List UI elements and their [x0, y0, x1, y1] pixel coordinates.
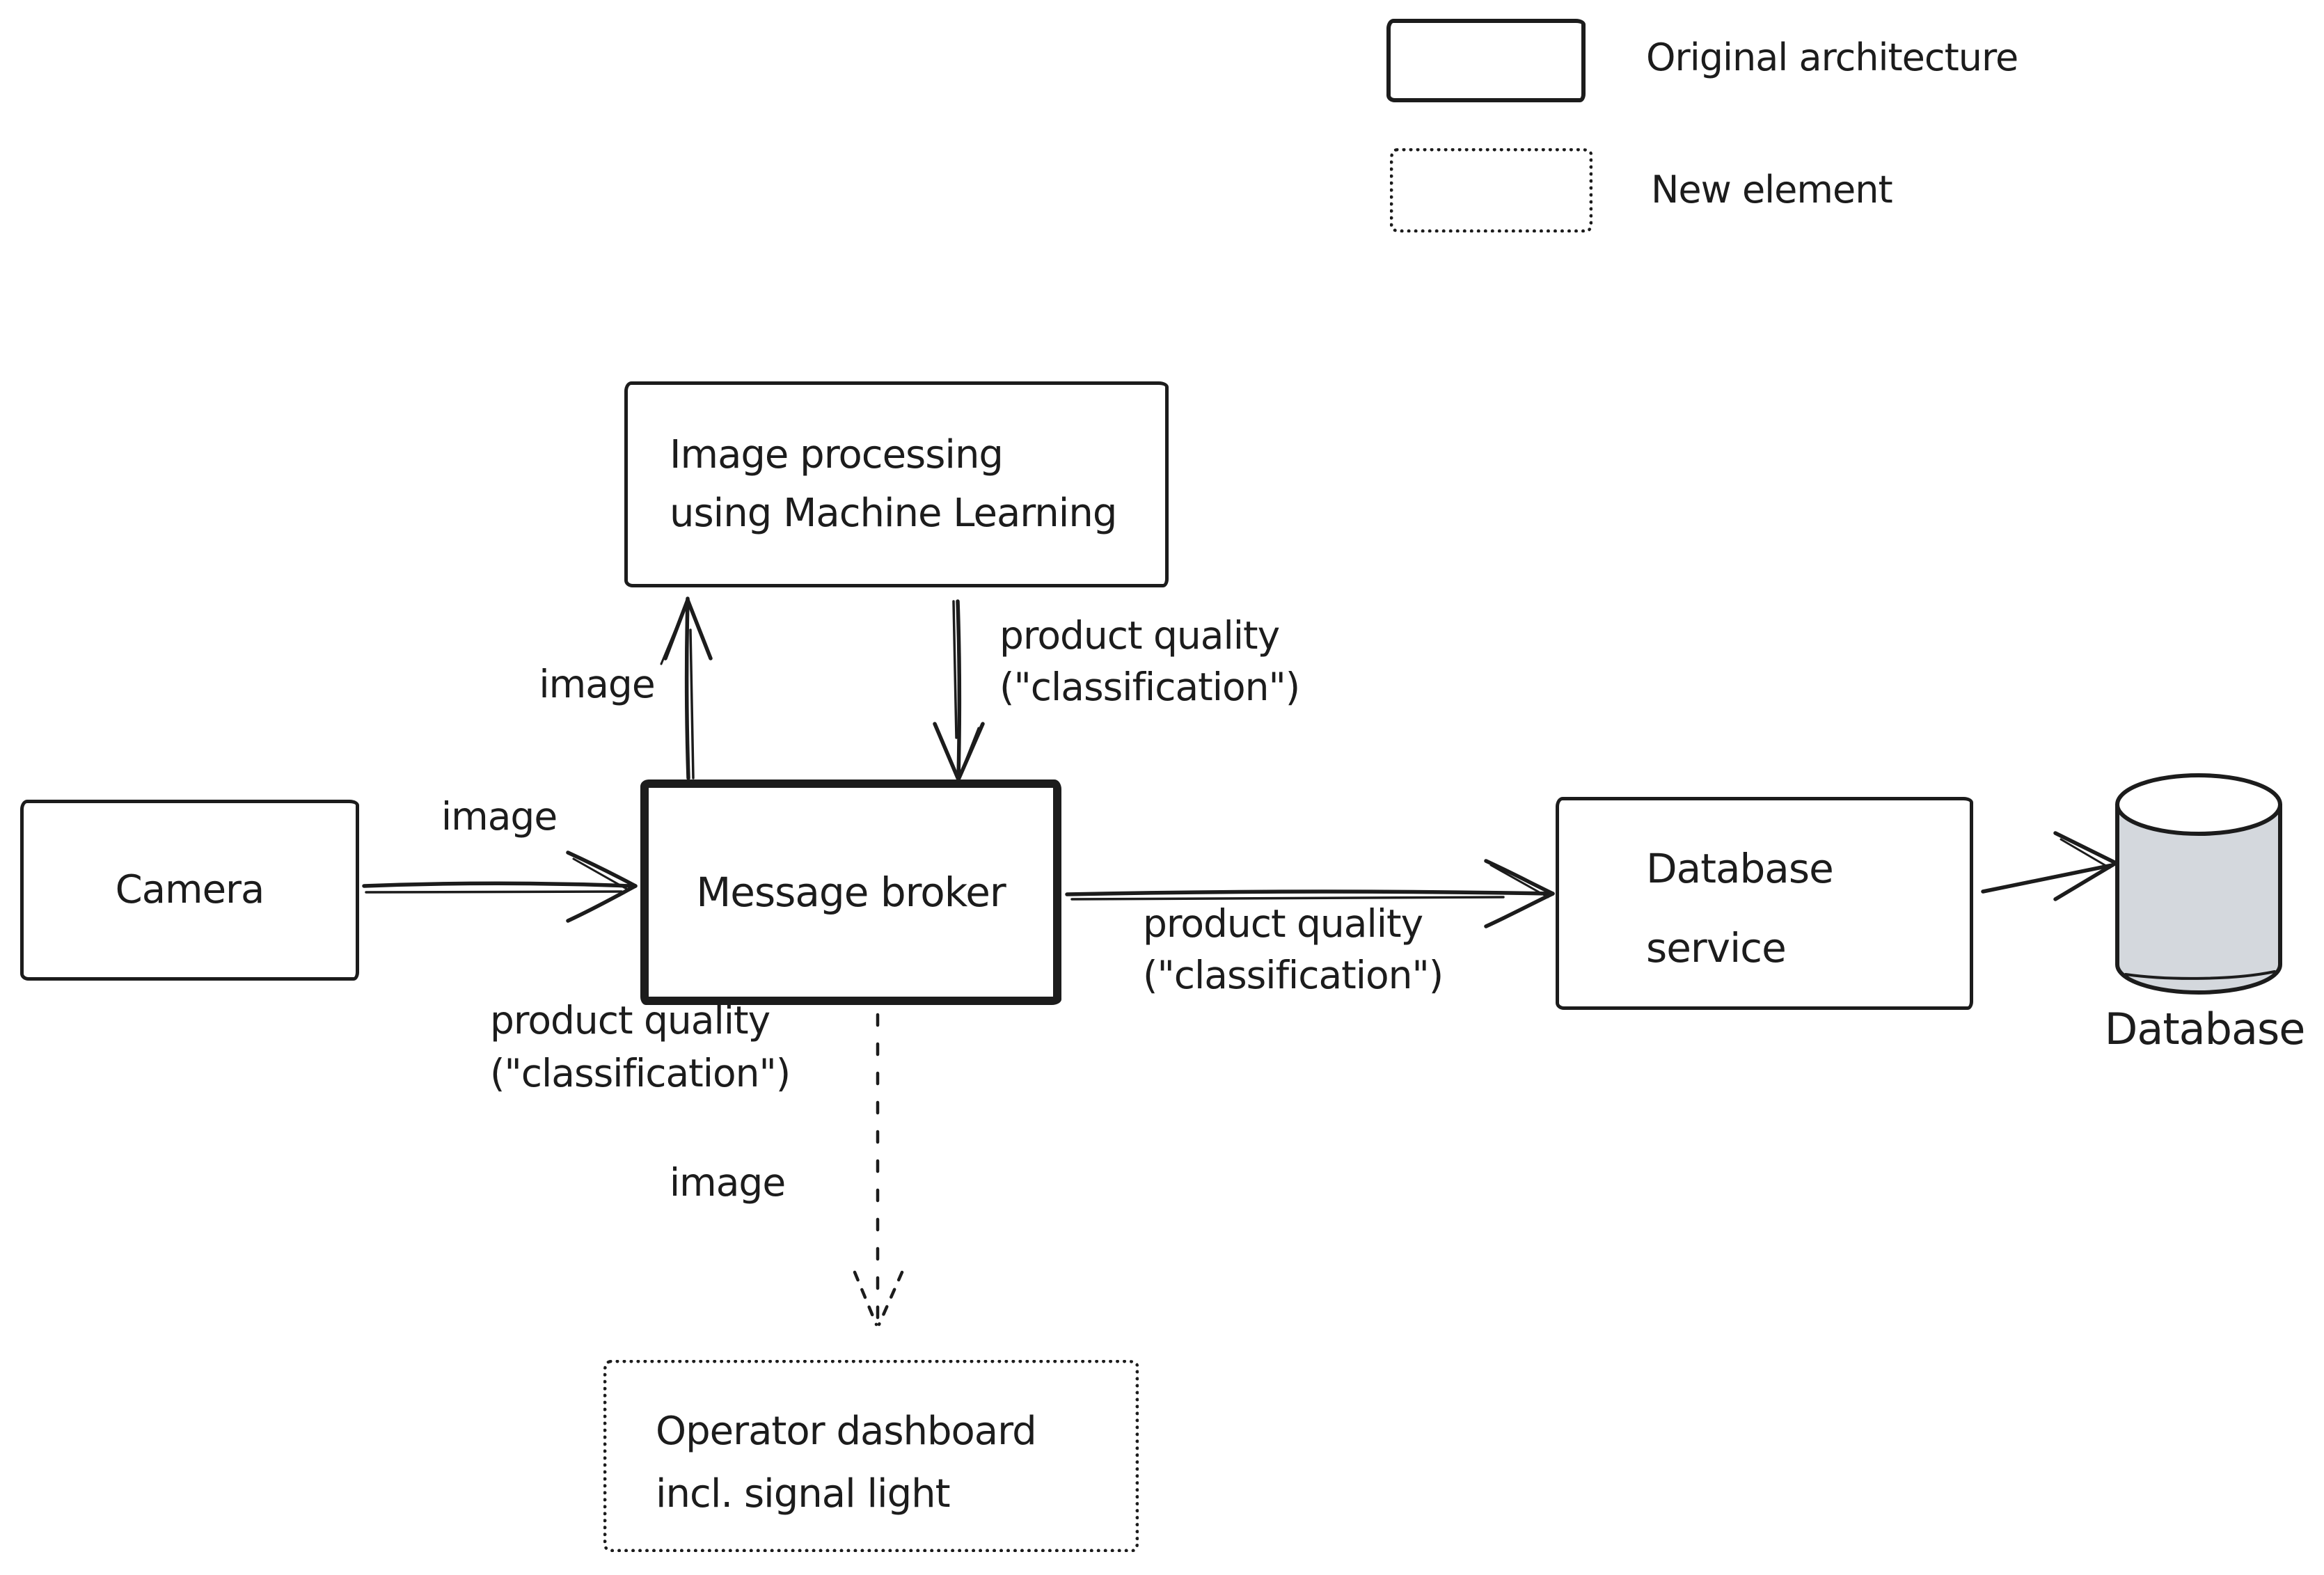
broker-to-dashboard-quality-label-line1: product quality	[490, 998, 770, 1043]
camera-box: Camera	[20, 800, 359, 981]
legend-original-swatch	[1386, 19, 1586, 102]
database-service-box: Database service	[1556, 797, 1973, 1010]
legend-new-swatch	[1390, 148, 1592, 232]
broker-to-dashboard-quality-label-line2: ("classification")	[490, 1051, 791, 1095]
database-service-to-database-arrow	[1981, 831, 2118, 901]
broker-to-database-service-arrow	[1065, 859, 1555, 928]
image-processing-label-line1: Image processing	[670, 432, 1004, 477]
camera-to-broker-label: image	[441, 794, 558, 839]
broker-to-database-service-label: product quality ("classification")	[1143, 898, 1444, 1001]
broker-to-dashboard-image-label: image	[669, 1160, 786, 1205]
database-cylinder	[2115, 773, 2282, 995]
image-processing-to-broker-label: product quality ("classification")	[999, 610, 1300, 713]
image-processing-box: Image processing using Machine Learning	[624, 381, 1169, 587]
operator-dashboard-box: Operator dashboard incl. signal light	[603, 1360, 1139, 1552]
image-processing-to-broker-label-line2: ("classification")	[999, 665, 1300, 709]
legend-new-label: New element	[1651, 168, 1893, 212]
operator-dashboard-label-line1: Operator dashboard	[656, 1409, 1037, 1454]
database-service-label-line1: Database	[1646, 845, 1834, 892]
database-cylinder-body	[2115, 802, 2282, 995]
image-processing-to-broker-arrow	[933, 599, 985, 782]
image-processing-to-broker-label-line1: product quality	[999, 613, 1280, 658]
camera-to-broker-arrow	[362, 850, 638, 923]
broker-to-image-processing-label: image	[539, 662, 655, 706]
database-cylinder-top	[2115, 773, 2282, 836]
broker-to-database-service-label-line2: ("classification")	[1143, 953, 1444, 997]
broker-to-dashboard-quality-label: product quality ("classification")	[490, 994, 791, 1100]
database-cylinder-bottom-sketch	[2124, 970, 2276, 980]
broker-to-image-processing-arrow	[660, 596, 713, 780]
camera-label: Camera	[115, 867, 265, 912]
legend-original-label: Original architecture	[1646, 35, 2018, 79]
database-label: Database	[2104, 1004, 2306, 1054]
broker-to-dashboard-arrow	[853, 1013, 904, 1327]
operator-dashboard-label-line2: incl. signal light	[656, 1471, 951, 1517]
broker-to-database-service-label-line1: product quality	[1143, 901, 1423, 946]
message-broker-box: Message broker	[640, 779, 1061, 1005]
database-service-label-line2: service	[1646, 924, 1787, 972]
message-broker-label: Message broker	[696, 869, 1006, 916]
image-processing-label-line2: using Machine Learning	[670, 491, 1117, 536]
